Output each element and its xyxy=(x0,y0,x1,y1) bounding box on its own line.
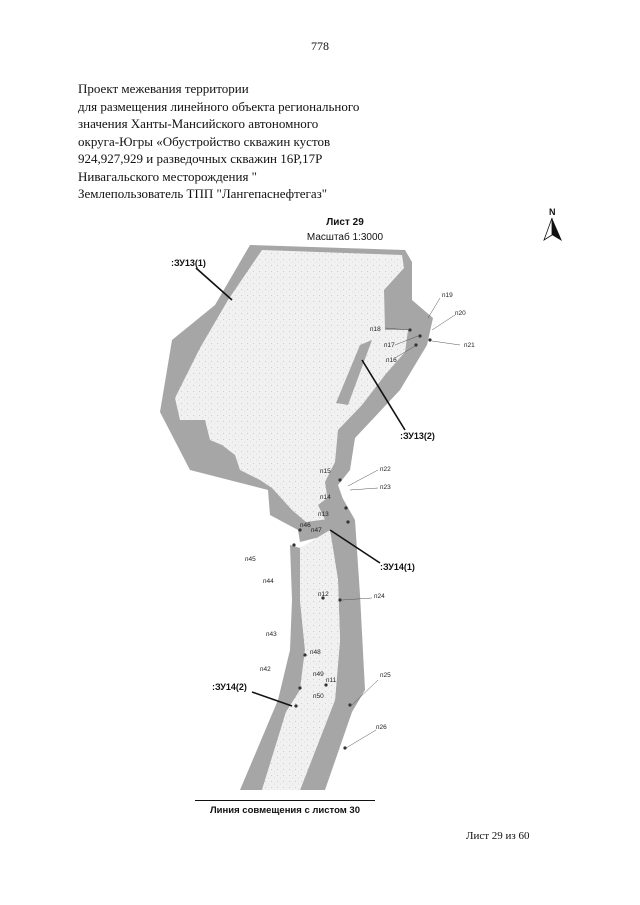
parcel-zu13-2 xyxy=(336,340,372,405)
combine-line xyxy=(195,800,375,801)
point-label: п24 xyxy=(374,593,385,600)
point-label: п46 xyxy=(300,522,311,529)
zone-label-zu14-1: :ЗУ14(1) xyxy=(380,562,415,572)
point-label: п12 xyxy=(318,591,329,598)
parcel-zu14-2 xyxy=(240,545,305,790)
header-line: Нивагальского месторождения " xyxy=(78,168,257,184)
parcel-zu14-1 xyxy=(300,490,365,790)
point-label: п26 xyxy=(376,724,387,731)
header-line: Проект межевания территории xyxy=(78,81,249,96)
point-label: п17 xyxy=(384,342,395,349)
point-label: п21 xyxy=(464,342,475,349)
header-line: для размещения линейного объекта региона… xyxy=(78,98,360,114)
sheet-scale: Масштаб 1:3000 xyxy=(306,232,384,243)
corridor-inner xyxy=(262,530,340,790)
point-label: п11 xyxy=(326,677,337,684)
page-number: 778 xyxy=(311,39,329,53)
zone-label-zu14-2: :ЗУ14(2) xyxy=(212,682,247,692)
sheet-title: Лист 29 xyxy=(326,217,364,228)
sheet-footer: Лист 29 из 60 xyxy=(466,830,530,842)
north-arrow-left xyxy=(543,217,553,241)
header-line: значения Ханты-Мансийского автономного xyxy=(78,116,319,131)
survey-plan: п19 п20 п18 п17 п21 п16 п15 п22 п23 п14 … xyxy=(160,245,475,790)
point-label: п48 xyxy=(310,649,321,656)
point-label: п47 xyxy=(311,527,322,534)
point-label: п49 xyxy=(313,671,324,678)
document-header: Проект межевания территории для размещен… xyxy=(78,80,438,203)
point-label: п42 xyxy=(260,666,271,673)
north-label: N xyxy=(549,207,556,217)
point-label: п15 xyxy=(320,468,331,475)
zone-callouts xyxy=(195,267,406,707)
point-label: п44 xyxy=(263,578,274,585)
header-line: Землепользователь ТПП "Лангепаснефтегаз" xyxy=(78,186,328,201)
point-leaders xyxy=(341,297,461,749)
point-label: п19 xyxy=(442,292,453,299)
point-label: п50 xyxy=(313,693,324,700)
north-arrow-icon: N xyxy=(543,207,562,241)
point-label: п20 xyxy=(455,310,466,317)
point-label: п14 xyxy=(320,494,331,501)
zone-label-zu13-1: :ЗУ13(1) xyxy=(171,258,206,268)
combine-line-label: Линия совмещения с листом 30 xyxy=(210,805,360,816)
point-label: п25 xyxy=(380,672,391,679)
zone-label-zu13-2: :ЗУ13(2) xyxy=(400,431,435,441)
point-label: п22 xyxy=(380,466,391,473)
header-line: 924,927,929 и разведочных скважин 16Р,17… xyxy=(78,151,323,166)
point-label: п13 xyxy=(318,511,329,518)
point-label: п16 xyxy=(386,357,397,364)
point-label: п23 xyxy=(380,484,391,491)
header-line: округа-Югры «Обустройство скважин кустов xyxy=(78,133,331,149)
point-label: п18 xyxy=(370,326,381,333)
north-arrow-right xyxy=(552,218,562,241)
point-label: п45 xyxy=(245,556,256,563)
parcel-zu13-inner xyxy=(175,250,408,522)
point-label: п43 xyxy=(266,631,277,638)
